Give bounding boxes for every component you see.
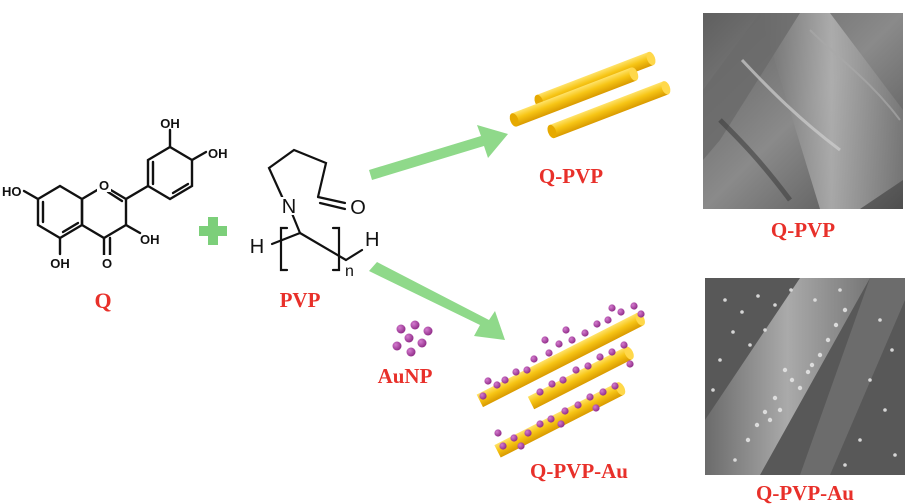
ho-label-7: HO [2,184,22,199]
q-pvp-au-fibers [476,302,645,458]
carbonyl-oxygen: O [102,256,112,271]
aunp-label: AuNP [378,364,433,388]
sem-image-q-pvp [703,13,903,209]
q-pvp-au-fiber-label: Q-PVP-Au [530,459,628,483]
pvp-subscript-n: n [345,263,354,280]
pvp-nitrogen: N [282,196,296,218]
pvp-structure [267,148,364,272]
sem-q-pvp-label: Q-PVP [771,218,835,242]
pvp-label: PVP [280,288,321,312]
pvp-h-right: H [365,229,379,251]
aunp-cluster [392,320,433,357]
q-pvp-fiber-label: Q-PVP [539,164,603,188]
sem-q-pvp-au-label: Q-PVP-Au [756,481,854,504]
q-pvp-fibers [509,51,671,139]
ring-oxygen: O [99,178,109,193]
plus-icon [199,217,227,245]
quercetin-structure [22,128,208,260]
quercetin-label: Q [94,288,111,313]
oh-label-4prime: OH [208,146,228,161]
pvp-oxygen: O [350,197,366,219]
oh-label-3: OH [140,232,160,247]
arrow-down-icon [369,262,505,340]
oh-label-5: OH [50,256,70,271]
sem-image-q-pvp-au [705,278,905,475]
pvp-h-left: H [250,236,264,258]
arrow-up-icon [369,125,508,180]
oh-label-3prime: OH [160,116,180,131]
